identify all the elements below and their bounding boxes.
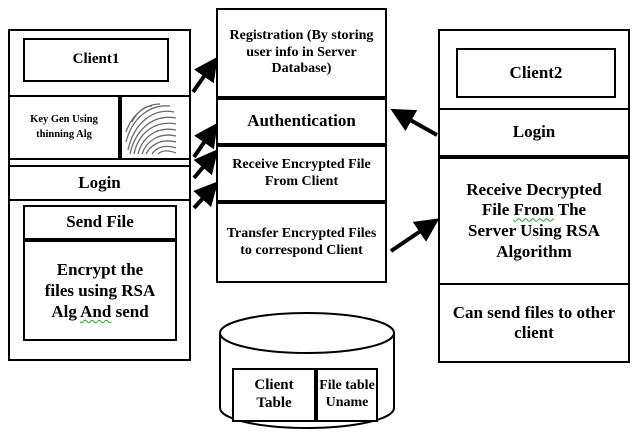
client2-login: Login bbox=[512, 122, 556, 142]
send-file-box bbox=[23, 205, 177, 240]
arrow-login-to-authentication bbox=[192, 149, 219, 180]
encrypt-line2: files using RSA bbox=[44, 280, 156, 300]
authentication-label: Authentication bbox=[247, 111, 356, 131]
receive-line2: File From The bbox=[481, 200, 587, 220]
arrow-transfer-to-client2 bbox=[389, 218, 440, 253]
encrypt-label: Encrypt the files using RSA Alg And send bbox=[23, 240, 177, 341]
client1-title: Client1 bbox=[72, 51, 120, 68]
encrypt-box bbox=[23, 240, 177, 341]
can-send-label: Can send files to other client bbox=[452, 302, 616, 342]
encrypt-line1: Encrypt the bbox=[56, 259, 144, 279]
transfer-encrypted-label: Transfer Encrypted Files to correspond C… bbox=[226, 225, 377, 258]
receive-line4: Algorithm bbox=[496, 241, 572, 261]
client-table-label: Client Table bbox=[254, 377, 294, 411]
arrow-client2-login-to-authentication bbox=[390, 108, 438, 137]
file-table-box bbox=[316, 368, 378, 422]
arrow-client1-to-authentication bbox=[192, 122, 218, 159]
receive-encrypted-box bbox=[216, 145, 387, 202]
client1-login-box bbox=[8, 165, 191, 201]
client2-login-box bbox=[438, 108, 630, 157]
arrow-client1-to-registration bbox=[191, 56, 218, 94]
send-file-label: Send File bbox=[66, 212, 134, 232]
client2-title-box bbox=[456, 48, 616, 98]
receive-encrypted-label: Receive Encrypted File From Client bbox=[232, 156, 371, 189]
registration-box bbox=[216, 8, 387, 98]
receive-line1: Receive Decrypted bbox=[466, 179, 602, 199]
keygen-label: Key Gen Using thinning Alg bbox=[30, 114, 98, 140]
registration-label: Registration (By storing user info in Se… bbox=[229, 28, 374, 77]
client-table-box bbox=[232, 368, 316, 422]
receive-decrypted-box bbox=[438, 157, 630, 285]
keygen-box bbox=[8, 95, 120, 160]
authentication-box bbox=[216, 98, 387, 145]
client1-title-box bbox=[23, 38, 169, 82]
client2-title: Client2 bbox=[509, 62, 563, 82]
encrypt-line3: Alg And send bbox=[51, 302, 149, 322]
receive-line3: Server Using RSA bbox=[468, 221, 600, 240]
fingerprint-icon bbox=[124, 102, 178, 156]
file-table-label: File table Uname bbox=[319, 378, 375, 410]
client1-login: Login bbox=[78, 172, 121, 192]
transfer-encrypted-box bbox=[216, 202, 387, 283]
arrow-send-to-receive-encrypted bbox=[192, 181, 219, 210]
receive-decrypted-label: Receive Decrypted File From The Server U… bbox=[438, 157, 630, 285]
